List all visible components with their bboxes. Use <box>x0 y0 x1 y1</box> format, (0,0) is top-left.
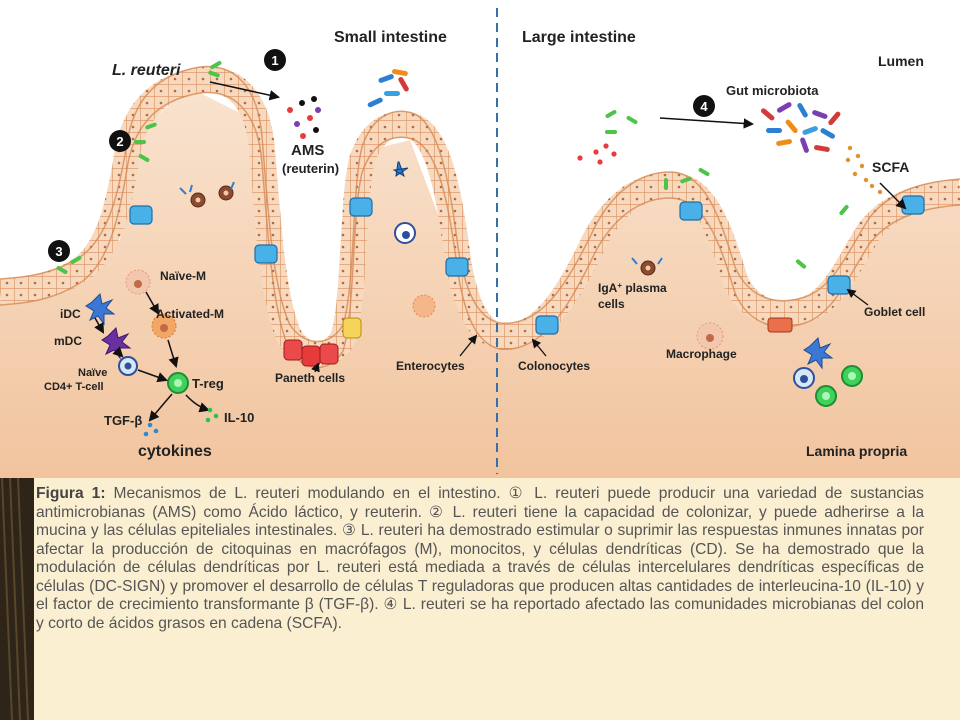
svg-text:4: 4 <box>700 99 708 114</box>
figure-caption: Figura 1: Mecanismos de L. reuteri modul… <box>36 485 924 633</box>
lumen-dots-large <box>577 143 617 165</box>
il10-dots <box>205 407 219 423</box>
large-intestine-immune-cells <box>793 336 863 407</box>
step-badge-4: 4 <box>693 95 715 117</box>
decorative-stripe <box>0 478 34 720</box>
enterocytes-label: Enterocytes <box>396 359 465 373</box>
lumen-microbes-small <box>367 69 409 108</box>
villus-immune-cells <box>179 161 436 318</box>
step-badge-3: 3 <box>48 240 70 262</box>
small-intestine-label: Small intestine <box>334 29 447 46</box>
naive-t-label-2: CD4+ T-cell <box>44 381 104 393</box>
svg-text:2: 2 <box>116 134 123 149</box>
caption-label: Figura 1: <box>36 485 106 502</box>
ams-label: AMS <box>291 142 324 159</box>
intestine-diagram: Small intestine Large intestine Lumen La… <box>0 8 960 478</box>
step-badge-2: 2 <box>109 130 131 152</box>
caption-text: Mecanismos de L. reuteri modulando en el… <box>36 485 924 632</box>
mdc-label: mDC <box>54 334 82 348</box>
scfa-label: SCFA <box>872 159 909 175</box>
gut-microbiota-cluster <box>760 102 841 153</box>
macrophage-label: Macrophage <box>666 347 737 361</box>
iga-plasma-label-2: cells <box>598 297 625 311</box>
tgfb-label: TGF-β <box>104 413 142 428</box>
cytokines-label: cytokines <box>138 443 212 460</box>
idc-label: iDC <box>60 307 81 321</box>
naive-t-label-1: Naïve <box>78 367 107 379</box>
paneth-cells-label: Paneth cells <box>275 371 345 385</box>
iga-plasma-label-1: IgA+ plasma <box>598 281 667 296</box>
scfa-molecules <box>845 145 883 195</box>
l-reuteri-bacteria <box>56 61 849 274</box>
svg-text:1: 1 <box>271 53 278 68</box>
paneth-cell-cluster <box>283 317 793 367</box>
reuterin-label: (reuterin) <box>282 161 339 176</box>
naive-m-label: Naïve-M <box>160 269 206 283</box>
large-intestine-label: Large intestine <box>522 29 636 46</box>
iga-plasma-cell <box>631 257 663 276</box>
macrophage-cells-left <box>125 269 177 339</box>
ams-molecules <box>287 96 321 139</box>
lumen-label: Lumen <box>878 53 924 69</box>
step-badge-1: 1 <box>264 49 286 71</box>
il10-label: IL-10 <box>224 410 254 425</box>
tgf-beta-dots <box>143 422 159 437</box>
goblet-cell-label: Goblet cell <box>864 305 925 319</box>
gut-microbiota-label: Gut microbiota <box>726 83 819 98</box>
svg-text:3: 3 <box>55 244 62 259</box>
lamina-propria-region <box>0 88 960 478</box>
activated-m-label: Activated-M <box>156 307 224 321</box>
goblet-cells <box>129 195 925 335</box>
colonocytes-label: Colonocytes <box>518 359 590 373</box>
l-reuteri-label: L. reuteri <box>112 62 181 79</box>
dendritic-and-t-cells <box>85 292 189 394</box>
treg-label: T-reg <box>192 376 224 391</box>
caption-band <box>0 478 960 720</box>
macrophage-cell-right <box>696 322 724 350</box>
lamina-propria-label: Lamina propria <box>806 443 907 459</box>
epithelium-layer <box>0 66 960 368</box>
